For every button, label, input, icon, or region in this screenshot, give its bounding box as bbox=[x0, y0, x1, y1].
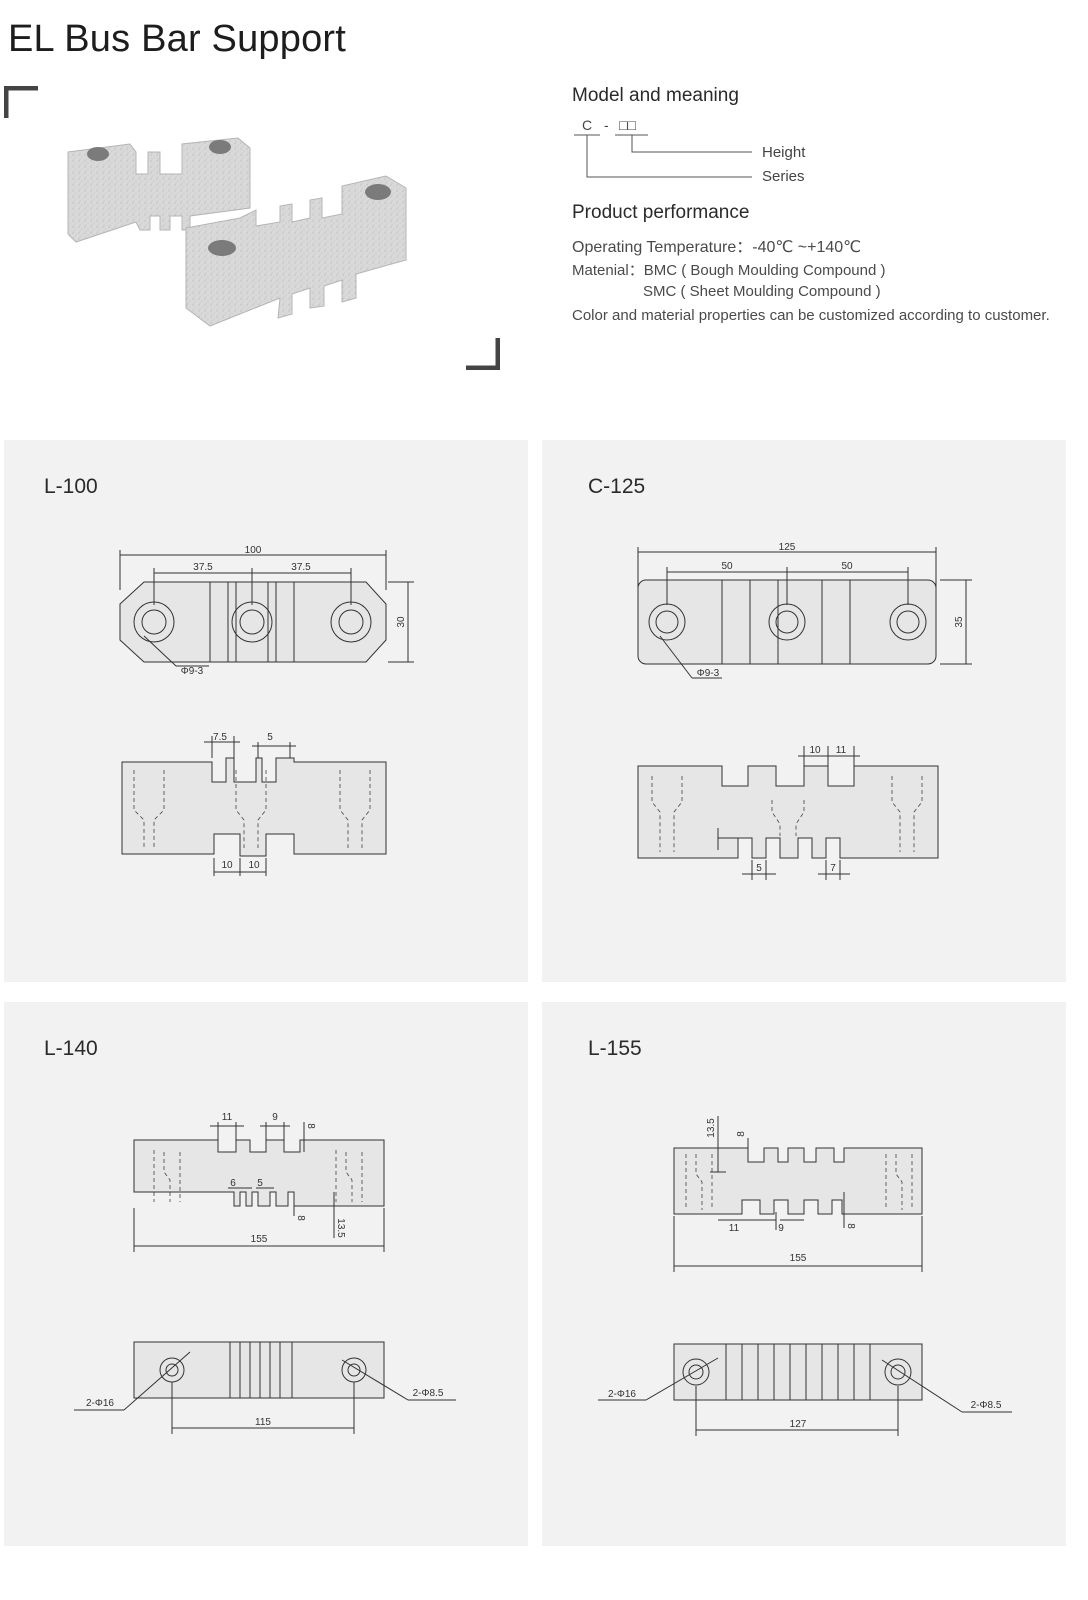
dim-l100-left: 37.5 bbox=[193, 562, 213, 573]
dim-l100-slot-a: 7.5 bbox=[213, 732, 227, 743]
dim-c125-bot-a: 5 bbox=[756, 863, 762, 874]
dim-l140-mid-a: 6 bbox=[230, 1178, 236, 1189]
drawing-l100: 100 37.5 37.5 30 Φ9-3 7.5 5 10 10 bbox=[119, 545, 414, 876]
model-heading: Model and meaning bbox=[572, 85, 739, 106]
product-photo bbox=[67, 137, 407, 327]
dim-c125-total: 125 bbox=[779, 542, 796, 553]
page-title: EL Bus Bar Support bbox=[8, 18, 347, 60]
panel-l140: L-140 11 9 bbox=[4, 1002, 528, 1546]
performance-heading: Product performance bbox=[572, 202, 750, 223]
model-label-height: Height bbox=[762, 144, 806, 161]
material-bmc: Matenial：BMC ( Bough Moulding Compound ) bbox=[572, 262, 886, 279]
dim-c125-slot-b: 11 bbox=[836, 745, 847, 756]
panel-l155: L-155 13.5 8 bbox=[542, 1002, 1066, 1546]
drawing-l155: 13.5 8 11 9 8 155 2-Φ16 2-Φ8.5 127 bbox=[598, 1116, 1012, 1436]
dim-l140-hole-right: 2-Φ8.5 bbox=[413, 1388, 444, 1399]
dim-l100-height: 30 bbox=[396, 616, 407, 628]
dim-l100-right: 37.5 bbox=[291, 562, 311, 573]
customization-note: Color and material properties can be cus… bbox=[572, 307, 1050, 324]
dim-l155-bot-a: 11 bbox=[729, 1223, 740, 1234]
corner-bracket-bottom-right bbox=[466, 338, 500, 370]
dim-c125-left: 50 bbox=[721, 561, 733, 572]
model-label-series: Series bbox=[762, 168, 805, 185]
dim-l155-top-h2: 8 bbox=[736, 1131, 747, 1137]
dim-l155-length: 155 bbox=[790, 1253, 807, 1264]
drawing-l140: 11 9 8 6 5 8 13.5 155 2-Φ16 2-Φ8.5 115 bbox=[74, 1112, 456, 1434]
dim-l140-bot-h: 8 bbox=[295, 1215, 306, 1221]
dim-l155-bot-h: 8 bbox=[845, 1223, 856, 1229]
back-block bbox=[67, 137, 251, 243]
dim-l140-top-b: 9 bbox=[272, 1112, 278, 1123]
dim-c125-right: 50 bbox=[841, 561, 853, 572]
material-smc: SMC ( Sheet Moulding Compound ) bbox=[643, 283, 881, 300]
dim-l140-top-h: 8 bbox=[305, 1123, 316, 1129]
dim-l140-hole-left: 2-Φ16 bbox=[86, 1398, 114, 1409]
dim-l155-hole-right: 2-Φ8.5 bbox=[971, 1400, 1002, 1411]
panel-label-c125: C-125 bbox=[588, 475, 646, 498]
dim-l100-bot-a: 10 bbox=[221, 860, 233, 871]
panel-c125: C-125 bbox=[542, 440, 1066, 982]
panel-label-l155: L-155 bbox=[588, 1037, 642, 1060]
dim-l140-top-a: 11 bbox=[222, 1112, 233, 1123]
drawing-c125: 125 50 50 35 Φ9-3 10 11 5 7 bbox=[637, 542, 972, 880]
dim-l140-mid-b: 5 bbox=[257, 1178, 263, 1189]
corner-bracket-top-left bbox=[4, 86, 38, 118]
dim-c125-height: 35 bbox=[954, 616, 965, 628]
model-diagram: C - □□ Height Series bbox=[574, 117, 806, 185]
operating-temperature: Operating Temperature：-40℃ ~+140℃ bbox=[572, 239, 862, 256]
dim-l100-hole: Φ9-3 bbox=[181, 666, 204, 677]
dim-l100-total: 100 bbox=[245, 545, 262, 556]
panel-label-l140: L-140 bbox=[44, 1037, 98, 1060]
dim-l155-hole-left: 2-Φ16 bbox=[608, 1389, 636, 1400]
dim-l155-bot-b: 9 bbox=[778, 1223, 784, 1234]
panel-l100: L-100 bbox=[4, 440, 528, 982]
dim-c125-hole: Φ9-3 bbox=[697, 668, 720, 679]
dim-c125-bot-b: 7 bbox=[830, 863, 836, 874]
dim-l140-length: 155 bbox=[251, 1234, 268, 1245]
dim-l140-bot-h2: 13.5 bbox=[335, 1218, 346, 1238]
model-code-prefix: C bbox=[582, 117, 592, 133]
dim-c125-slot-a: 10 bbox=[809, 745, 821, 756]
model-code-dash: - bbox=[604, 117, 609, 133]
model-code-boxes: □□ bbox=[619, 117, 636, 133]
panel-label-l100: L-100 bbox=[44, 475, 98, 498]
dim-l155-top-h: 13.5 bbox=[706, 1118, 717, 1138]
dim-l100-slot-b: 5 bbox=[267, 732, 273, 743]
front-block bbox=[185, 175, 407, 327]
dim-l100-bot-b: 10 bbox=[248, 860, 260, 871]
dim-l140-pitch: 115 bbox=[255, 1417, 271, 1428]
dim-l155-pitch: 127 bbox=[790, 1419, 807, 1430]
